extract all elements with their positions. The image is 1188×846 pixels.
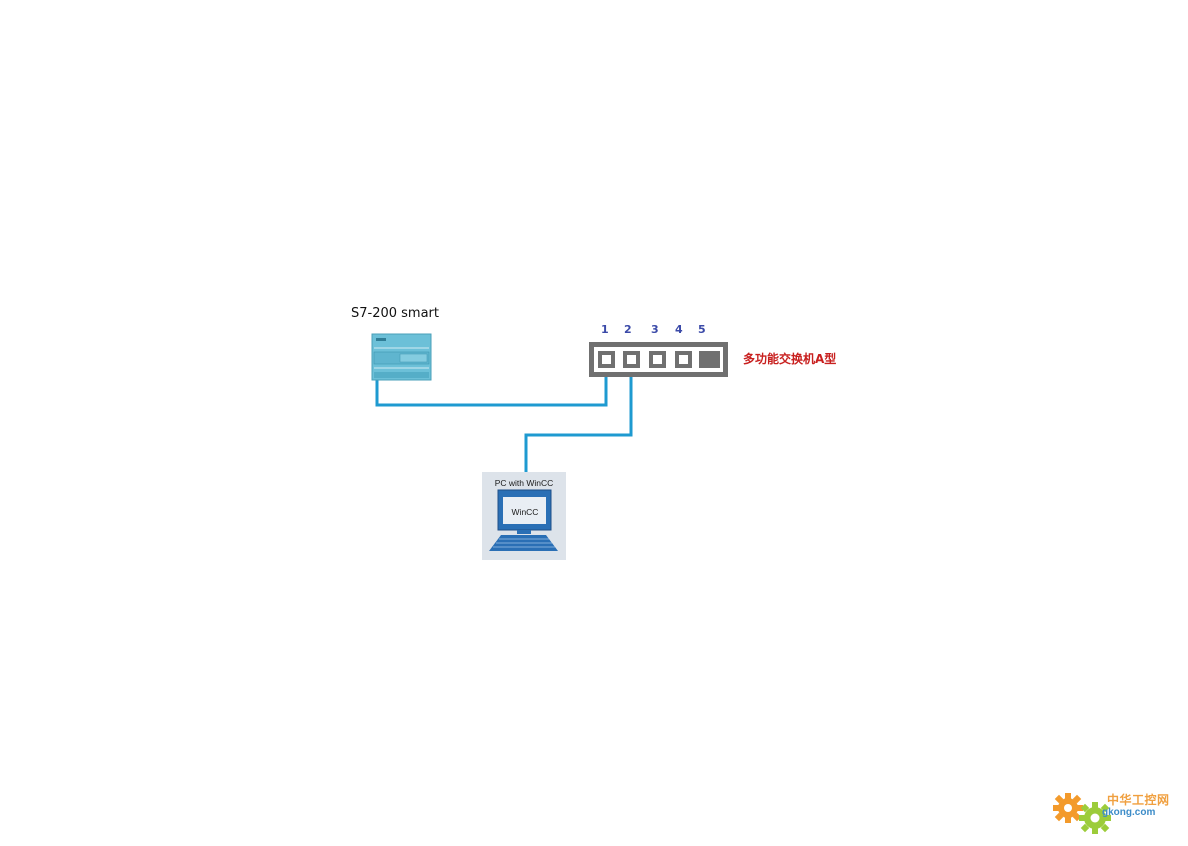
plc-device-icon bbox=[371, 333, 432, 381]
gear-icon-secondary bbox=[1079, 802, 1111, 834]
port-number-5: 5 bbox=[698, 323, 706, 336]
switch-port-5 bbox=[699, 351, 720, 368]
port-number-1: 1 bbox=[601, 323, 609, 336]
cable-plc-to-port-1 bbox=[375, 370, 608, 407]
pc-title: PC with WinCC bbox=[494, 478, 554, 488]
port-number-4: 4 bbox=[675, 323, 683, 336]
gear-icon bbox=[1053, 793, 1083, 823]
watermark-logo-url: gkong.com bbox=[1102, 807, 1156, 818]
port-number-3: 3 bbox=[651, 323, 659, 336]
switch-device-icon bbox=[589, 342, 728, 377]
cable-pc-to-port-2 bbox=[524, 370, 633, 472]
port-number-2: 2 bbox=[624, 323, 632, 336]
pc-computer-icon bbox=[482, 472, 566, 560]
switch-label: 多功能交换机A型 bbox=[743, 352, 837, 366]
pc-screen-label: WinCC bbox=[511, 507, 539, 517]
plc-label: S7-200 smart bbox=[351, 306, 440, 321]
watermark-logo-name: 中华工控网 bbox=[1107, 793, 1170, 807]
